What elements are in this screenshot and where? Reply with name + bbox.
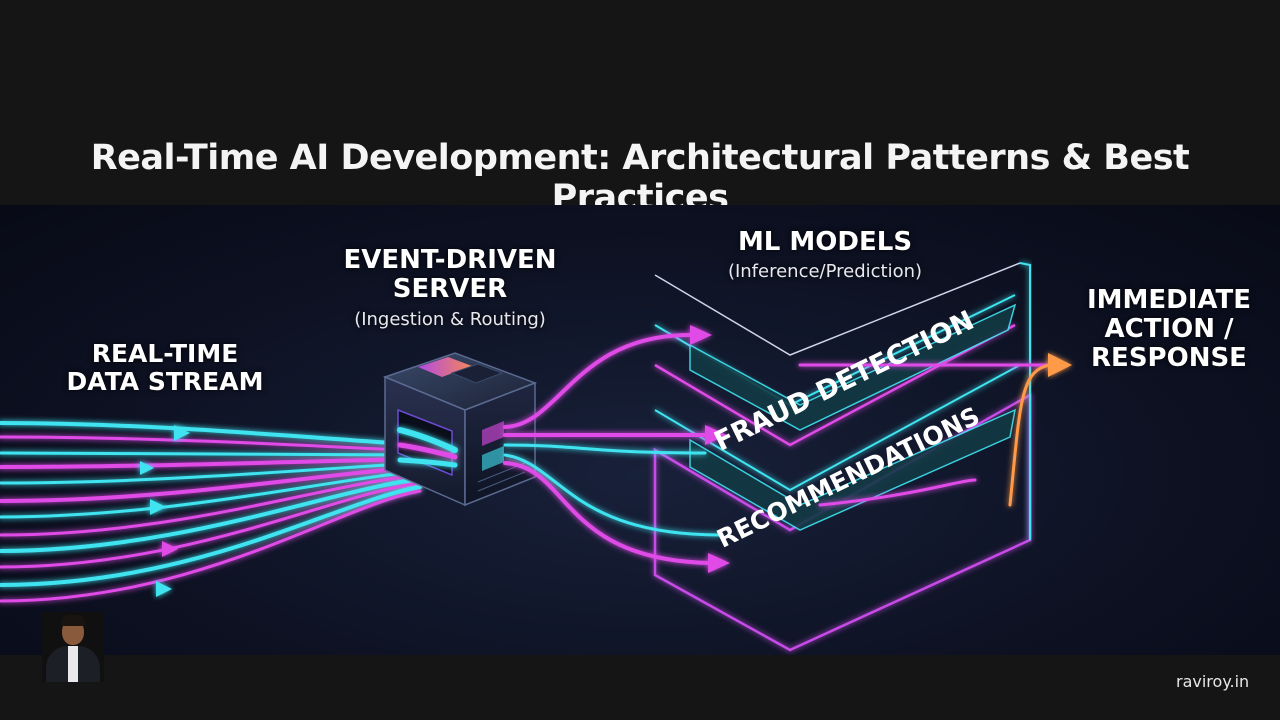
server-input-beams xyxy=(397,427,458,468)
arrowhead xyxy=(690,325,712,345)
ml-models-label: ML MODELS xyxy=(737,227,913,257)
arrowhead xyxy=(156,581,172,597)
footer-bar xyxy=(0,655,1280,720)
arrowhead xyxy=(1048,353,1072,377)
arrowhead xyxy=(708,553,730,573)
action-line1: IMMEDIATE xyxy=(1086,285,1252,315)
ml-models-sublabel: (Inference/Prediction) xyxy=(727,261,923,282)
arrowhead xyxy=(162,541,178,557)
diagram-graphics: FRAUD DETECTION RECOMMENDATIONS xyxy=(0,262,1072,652)
data-stream-label: REAL-TIME DATA STREAM xyxy=(60,340,270,396)
arrowhead xyxy=(174,425,190,441)
server-cube xyxy=(382,352,538,507)
action-line3: RESPONSE xyxy=(1091,343,1247,374)
page-title: Real-Time AI Development: Architectural … xyxy=(90,138,1190,218)
action-label: IMMEDIATE ACTION / RESPONSE xyxy=(1066,285,1272,374)
server-sublabel: (Ingestion & Routing) xyxy=(354,309,546,330)
recommend-panel xyxy=(689,408,1016,531)
server-line2: SERVER xyxy=(392,274,508,305)
architecture-diagram: FRAUD DETECTION RECOMMENDATIONS xyxy=(0,205,1280,655)
output-routes xyxy=(503,333,1057,565)
data-stream-line1: REAL-TIME xyxy=(91,339,239,368)
arrowhead xyxy=(150,499,166,515)
data-stream-line2: DATA STREAM xyxy=(66,367,264,396)
avatar-shirt xyxy=(68,646,78,682)
arrowhead xyxy=(140,461,154,475)
input-arrowheads xyxy=(140,425,190,597)
fraud-panel xyxy=(689,303,1017,431)
output-arrowheads xyxy=(690,325,1072,573)
server-line1: EVENT-DRIVEN xyxy=(343,245,557,275)
site-link[interactable]: raviroy.in xyxy=(1176,672,1250,691)
arrowhead xyxy=(705,425,727,445)
action-line2: ACTION / xyxy=(1104,314,1234,345)
avatar-hair xyxy=(61,615,85,626)
input-streams xyxy=(0,421,422,603)
author-avatar xyxy=(42,612,104,682)
server-label: EVENT-DRIVEN SERVER xyxy=(330,245,570,305)
